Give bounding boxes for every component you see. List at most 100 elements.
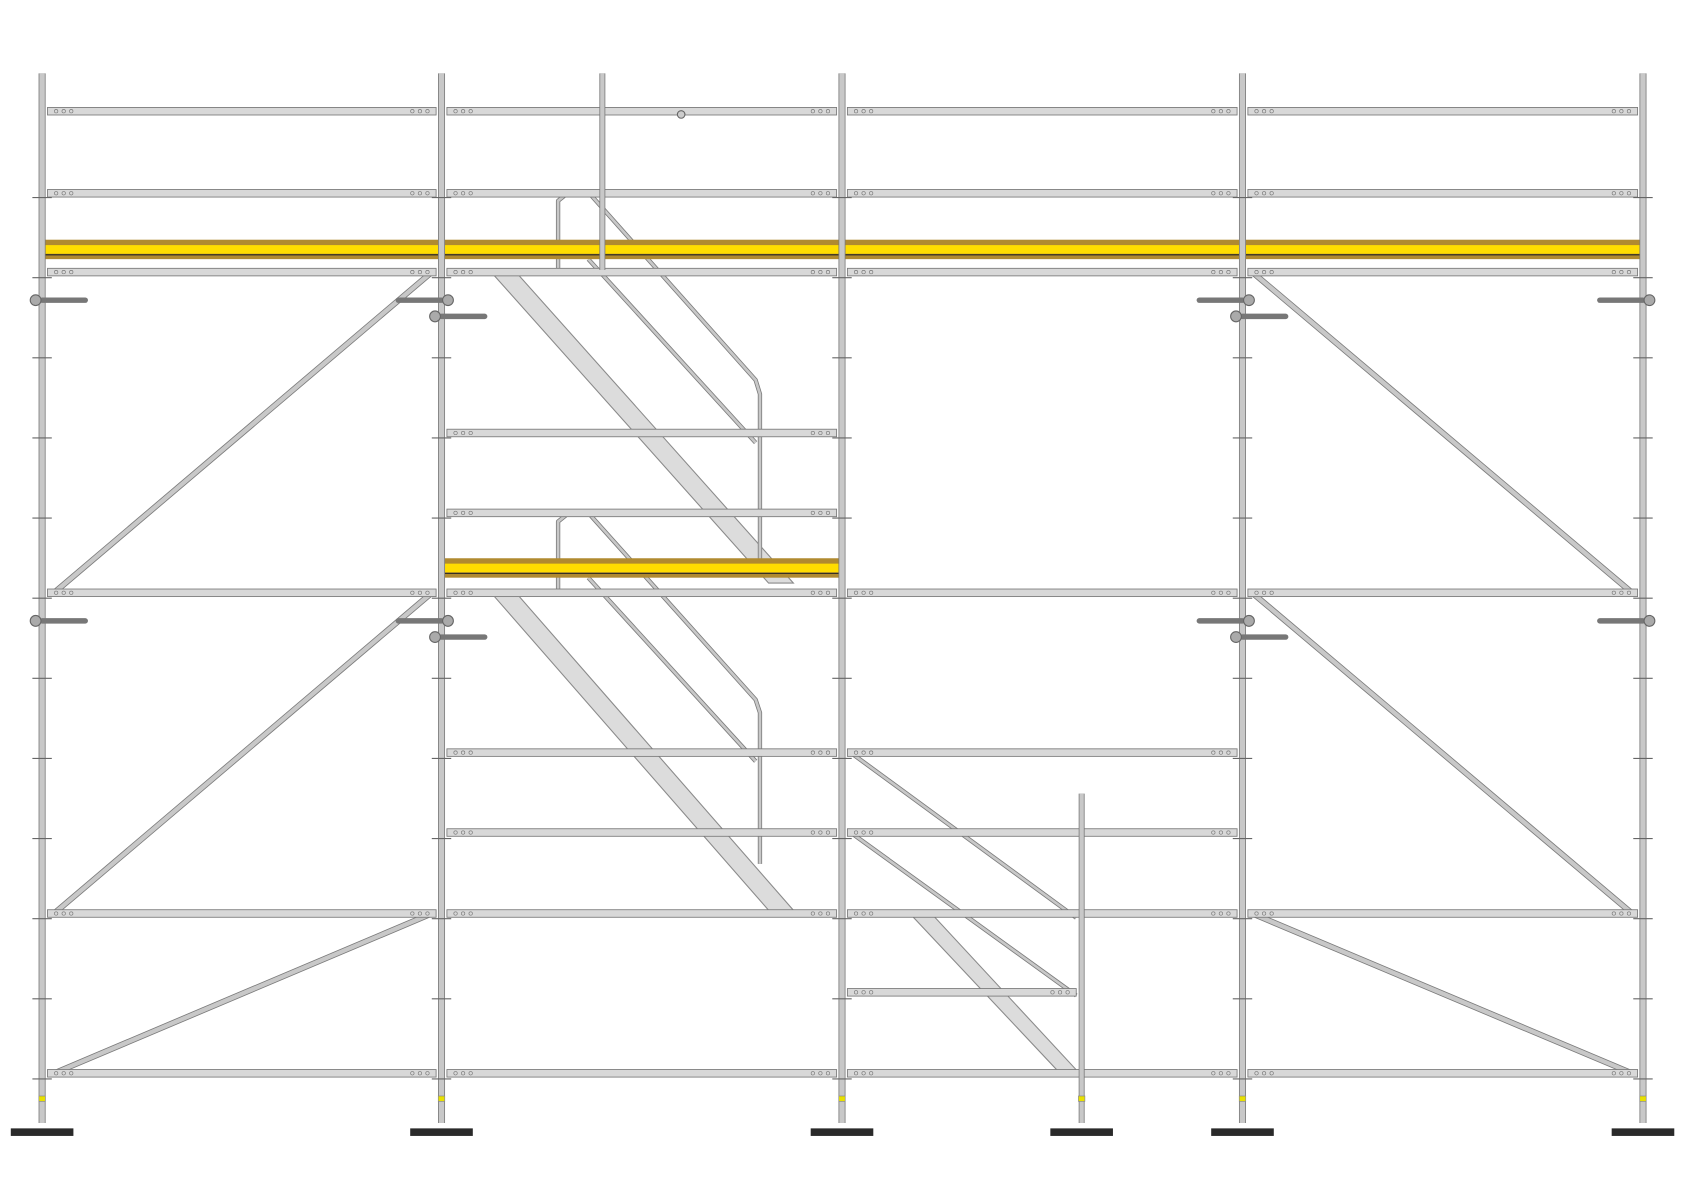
ledger-hole — [853, 270, 859, 275]
bracket-coupler — [1643, 614, 1656, 627]
ledger-hole — [69, 191, 74, 196]
bracket-coupler — [1243, 614, 1255, 627]
ledger-hole — [453, 109, 458, 114]
ledger-hole — [825, 109, 831, 114]
ledger-hole — [818, 191, 823, 196]
ledger-hole — [410, 109, 415, 114]
ledger — [846, 588, 1238, 598]
ledger-hole — [61, 270, 66, 275]
ledger — [1247, 1069, 1639, 1078]
ledger-hole — [1218, 109, 1223, 114]
ledger-hole — [818, 1071, 823, 1076]
ledger-hole — [861, 109, 866, 114]
ledger-hole — [1611, 911, 1616, 916]
ledger-hole — [1254, 270, 1259, 275]
ledger-hole — [1211, 750, 1216, 755]
ledger-hole — [1611, 270, 1616, 275]
standards — [32, 73, 1653, 1123]
ledger — [846, 107, 1238, 116]
ledger-hole — [410, 911, 415, 916]
ledger — [446, 1069, 838, 1078]
ledger — [446, 508, 838, 518]
ledger-hole — [453, 191, 458, 196]
ledger-hole — [1226, 911, 1231, 916]
ledger-hole — [1262, 109, 1267, 114]
ledger-hole — [869, 990, 874, 995]
ledger-hole — [825, 270, 831, 275]
ledger-hole — [853, 990, 859, 995]
ledger-hole — [1218, 1071, 1223, 1076]
ledger-hole — [1626, 911, 1631, 916]
ledger-hole — [54, 1071, 59, 1076]
ledger-hole — [468, 191, 473, 196]
ledger-hole — [1262, 1071, 1267, 1076]
ledger-hole — [861, 911, 866, 916]
ledger-hole — [69, 1071, 74, 1076]
ledger-hole — [468, 750, 473, 755]
ledger — [446, 428, 838, 438]
diagonal-brace — [1250, 591, 1634, 916]
ledger-hole — [1262, 911, 1267, 916]
ledger-hole — [1226, 830, 1231, 835]
ledger-hole — [461, 590, 466, 595]
ledger-hole — [410, 191, 415, 196]
ledger-hole — [861, 750, 866, 755]
ledger-hole — [425, 270, 430, 275]
deck-board — [1245, 245, 1640, 254]
ledger-hole — [818, 590, 823, 595]
deck-board — [45, 245, 439, 254]
ledger-hole — [453, 911, 458, 916]
ledger — [47, 107, 437, 116]
ledger-hole — [1619, 1071, 1624, 1076]
base-plate — [810, 1128, 874, 1136]
ledger-hole — [410, 590, 415, 595]
ledger-hole — [810, 270, 815, 275]
bracket-coupler — [29, 294, 42, 307]
ledger-hole — [810, 1071, 815, 1076]
ledger-hole — [853, 109, 859, 114]
ledger — [446, 748, 838, 757]
platform-decks — [45, 239, 1640, 578]
ledger-hole — [818, 109, 823, 114]
ledger-hole — [425, 109, 430, 114]
ledger-hole — [1254, 191, 1259, 196]
ledger-hole — [1626, 109, 1631, 114]
ledger-hole — [1619, 270, 1624, 275]
ledger-hole — [861, 990, 866, 995]
ledger-hole — [861, 191, 866, 196]
ledger-hole — [1226, 750, 1231, 755]
ledger-hole — [461, 750, 466, 755]
ledger-hole — [825, 510, 831, 515]
ledger-hole — [1611, 1071, 1616, 1076]
ledger-hole — [1619, 109, 1624, 114]
ledger-hole — [1262, 191, 1267, 196]
bracket-coupler — [1230, 631, 1242, 644]
ledger-hole — [468, 590, 473, 595]
ledger-hole — [461, 510, 466, 515]
ledger — [846, 988, 1077, 997]
ledger-hole — [1218, 830, 1223, 835]
ledgers — [47, 107, 1639, 1078]
ledger-hole — [61, 1071, 66, 1076]
ledger-hole — [1211, 1071, 1216, 1076]
ledger-hole — [69, 109, 74, 114]
ledger-hole — [869, 191, 874, 196]
bracket-coupler — [442, 294, 454, 307]
coupler — [676, 110, 686, 119]
ledger-hole — [1218, 750, 1223, 755]
ledger-hole — [1626, 1071, 1631, 1076]
ledger-hole — [54, 911, 59, 916]
ledger-hole — [810, 109, 815, 114]
base-jack-nut — [1238, 1095, 1247, 1102]
base-plate — [410, 1128, 473, 1136]
ledger-hole — [61, 911, 66, 916]
ledger-hole — [1211, 590, 1216, 595]
ledger-hole — [1218, 590, 1223, 595]
stair-midrail — [587, 576, 757, 763]
ledger — [846, 189, 1238, 198]
ledger-hole — [825, 1071, 831, 1076]
ledger — [47, 267, 437, 277]
ledger-hole — [453, 590, 458, 595]
ledger-hole — [453, 430, 458, 436]
